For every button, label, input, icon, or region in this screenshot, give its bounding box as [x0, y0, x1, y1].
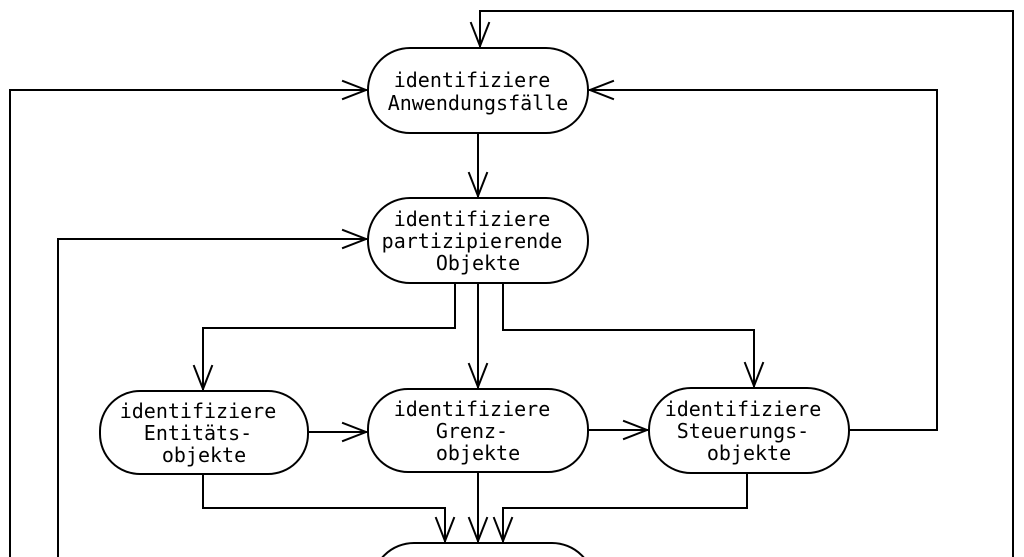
node-label-line: identifiziere	[120, 399, 277, 423]
node-label-line: objekte	[162, 443, 246, 467]
node-label-line: objekte	[436, 441, 520, 465]
node-label-line: objekte	[707, 441, 791, 465]
node-bottom-partially-visible-shape	[381, 542, 585, 557]
node-label-line: identifiziere	[394, 68, 551, 92]
node-identifiziere-grenzobjekte-shape	[367, 388, 589, 473]
node-identifiziere-partizipierende-objekte-label: identifiziere partizipierende Objekte	[382, 207, 575, 275]
edge-partizipierende-to-entitaetsobjekte	[192, 282, 456, 392]
node-label-line: Grenz-	[436, 419, 508, 443]
node-label-line: Objekte	[436, 251, 520, 275]
node-bottom-partially-visible	[381, 542, 585, 557]
node-identifiziere-entitaetsobjekte-label: identifiziere Entitäts- objekte	[120, 399, 289, 467]
edge-loop-bottom-to-anwendungsfaelle-top	[469, 10, 1014, 557]
node-identifiziere-entitaetsobjekte-shape	[99, 390, 309, 475]
node-identifiziere-steuerungsobjekte: identifiziere Steuerungs- objekte	[648, 387, 850, 474]
node-label-line: identifiziere	[394, 397, 551, 421]
node-identifiziere-steuerungsobjekte-label: identifiziere Steuerungs- objekte	[665, 397, 834, 465]
node-identifiziere-anwendungsfaelle: identifiziere Anwendungsfälle	[367, 47, 589, 134]
edge-partizipierende-to-steuerungsobjekte	[502, 282, 765, 389]
node-identifiziere-entitaetsobjekte: identifiziere Entitäts- objekte	[99, 390, 309, 475]
node-identifiziere-anwendungsfaelle-shape	[367, 47, 589, 134]
edge-steuerungsobjekte-to-bottom-node	[492, 472, 748, 544]
node-identifiziere-anwendungsfaelle-label: identifiziere Anwendungsfälle	[388, 68, 569, 115]
node-label-line: Entitäts-	[144, 421, 252, 445]
node-label-line: identifiziere	[665, 397, 822, 421]
edge-entitaetsobjekte-to-bottom-node	[202, 473, 456, 544]
node-label-line: Anwendungsfälle	[388, 91, 569, 115]
edge-loop-left-to-partizipierende	[57, 228, 369, 557]
node-label-line: Steuerungs-	[677, 419, 809, 443]
node-identifiziere-partizipierende-objekte: identifiziere partizipierende Objekte	[367, 197, 589, 284]
node-identifiziere-grenzobjekte: identifiziere Grenz- objekte	[367, 388, 589, 473]
node-identifiziere-partizipierende-objekte-shape	[367, 197, 589, 284]
node-identifiziere-steuerungsobjekte-shape	[648, 387, 850, 474]
edge-steuerungsobjekte-to-anwendungsfaelle	[587, 79, 938, 431]
node-identifiziere-grenzobjekte-label: identifiziere Grenz- objekte	[394, 397, 563, 465]
node-label-line: identifiziere	[394, 207, 551, 231]
node-label-line: partizipierende	[382, 229, 563, 253]
edge-loop-left-to-anwendungsfaelle	[9, 79, 369, 557]
